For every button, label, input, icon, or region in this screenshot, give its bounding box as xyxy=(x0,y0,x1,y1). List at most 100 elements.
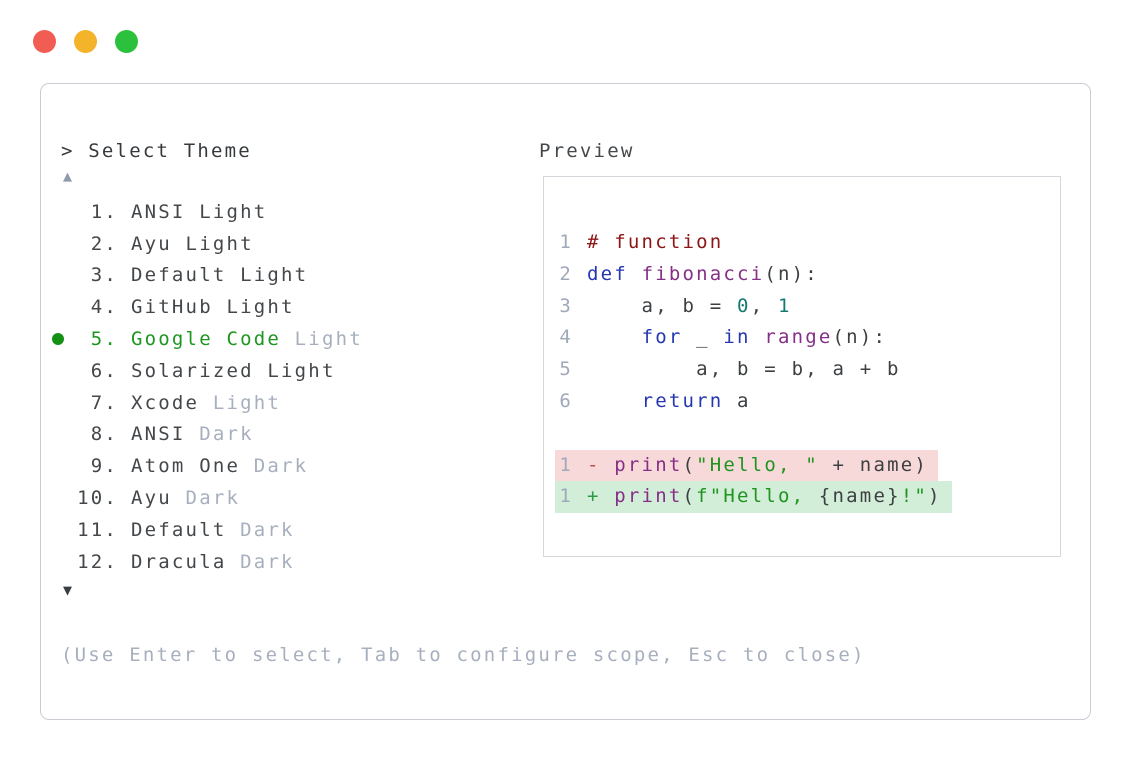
line-number: 5 xyxy=(559,358,573,381)
code-token: {name} xyxy=(818,485,901,508)
line-number: 1 xyxy=(559,485,573,508)
code-token: ) xyxy=(928,485,942,508)
prompt-label: > Select Theme xyxy=(61,140,252,162)
code-line: 3 a, b = 0, 1 xyxy=(559,291,1060,323)
theme-selector-dialog: > Select Theme ▲ 1. ANSI Light 2. Ayu Light… xyxy=(40,83,1091,720)
theme-item-number: 6. xyxy=(90,359,118,382)
code-token: + xyxy=(587,485,615,508)
code-token: + name) xyxy=(818,453,929,476)
code-token: , xyxy=(750,294,778,317)
code-line: 1 # function xyxy=(559,227,1060,259)
code-sample: 1 # function 2 def fibonacci (n): 3 a, b = 0,… xyxy=(555,227,1060,514)
theme-item-name: ANSI xyxy=(131,423,186,446)
theme-item-10[interactable]: 10. Ayu Dark xyxy=(41,482,1088,514)
footer-hint: (Use Enter to select, Tab to configure s… xyxy=(61,644,866,666)
theme-item-name: Ayu Light xyxy=(131,232,254,255)
theme-item-name: Default xyxy=(131,518,227,541)
close-button[interactable] xyxy=(33,30,56,53)
theme-item-number: 9. xyxy=(90,455,118,478)
theme-item-number: 1. xyxy=(90,200,118,223)
code-token: fibonacci xyxy=(641,262,765,285)
line-number: 2 xyxy=(559,262,573,285)
theme-item-number: 3. xyxy=(90,264,118,287)
theme-item-5[interactable]: 5. Google Code Light xyxy=(41,323,1088,355)
code-line: 5 a, b = b, a + b xyxy=(559,354,1060,386)
theme-item-9[interactable]: 9.Atom One Dark xyxy=(41,450,1088,482)
diff-line-added: 1+ print(f"Hello, {name}!") xyxy=(555,481,1060,514)
code-token: ( xyxy=(682,453,697,476)
theme-item-name: ANSI Light xyxy=(131,200,268,223)
line-number: 1 xyxy=(559,231,573,253)
theme-item-8[interactable]: 8.ANSI Dark xyxy=(41,419,1088,451)
line-number: 6 xyxy=(559,389,573,412)
line-number: 1 xyxy=(559,453,573,476)
code-token: (n): xyxy=(832,326,888,349)
theme-item-number: 12. xyxy=(77,550,118,573)
code-token xyxy=(587,326,642,348)
maximize-button[interactable] xyxy=(115,30,138,53)
code-token: for xyxy=(641,326,683,349)
scroll-up-icon[interactable]: ▲ xyxy=(63,167,73,185)
theme-item-3[interactable]: 3. Default Light xyxy=(41,260,1088,292)
code-token: return xyxy=(641,389,724,412)
code-line: 4 for _ in range(n): xyxy=(559,322,1060,354)
theme-item-7[interactable]: 7.Xcode Light xyxy=(41,387,1088,419)
selected-bullet-icon xyxy=(52,333,64,346)
theme-item-6[interactable]: 6.Solarized Light xyxy=(41,355,1088,387)
diff-highlight-added: 1+ print(f"Hello, {name}!") xyxy=(555,481,952,514)
theme-list: 1. ANSI Light 2. Ayu Light 3. Default Light 4.… xyxy=(41,196,1088,578)
theme-item-name: Ayu xyxy=(131,487,172,510)
theme-item-4[interactable]: 4. GitHub Light xyxy=(41,291,1088,323)
code-token: 1 xyxy=(777,294,792,317)
code-line: 6 return a xyxy=(559,386,1060,418)
theme-item-number: 4. xyxy=(90,296,118,319)
theme-item-name: Dracula xyxy=(131,550,227,573)
theme-item-variant: Light xyxy=(199,391,282,414)
theme-item-number: 2. xyxy=(90,232,118,255)
theme-item-variant: Light xyxy=(281,328,363,351)
line-number: 4 xyxy=(559,326,573,349)
selection-marker xyxy=(52,333,76,346)
code-token: a xyxy=(723,389,751,412)
code-token: range xyxy=(764,326,833,349)
theme-item-11[interactable]: 11.Default Dark xyxy=(41,514,1088,546)
code-token: # function xyxy=(587,231,724,253)
theme-item-variant: Dark xyxy=(240,455,309,478)
diff-highlight-removed: 1- print("Hello, " + name) xyxy=(555,449,939,482)
theme-item-name: Google Code xyxy=(131,328,282,351)
minimize-button[interactable] xyxy=(74,30,97,53)
preview-pane: 1 # function 2 def fibonacci (n): 3 a, b = 0,… xyxy=(543,176,1061,557)
code-token: f"Hello, xyxy=(696,485,819,508)
theme-item-1[interactable]: 1. ANSI Light xyxy=(41,196,1088,228)
code-token xyxy=(587,390,642,412)
code-token: def xyxy=(587,262,628,285)
code-token: 0 xyxy=(737,294,751,317)
theme-item-number: 10. xyxy=(77,487,118,510)
scroll-down-icon[interactable]: ▼ xyxy=(63,581,73,599)
line-number: 3 xyxy=(559,294,573,317)
theme-item-number: 5. xyxy=(90,328,118,351)
code-token: "Hello, " xyxy=(696,453,819,476)
code-token: a, b = b, a + b xyxy=(587,358,901,381)
theme-item-2[interactable]: 2. Ayu Light xyxy=(41,228,1088,260)
theme-item-variant: Dark xyxy=(226,550,295,573)
theme-item-variant: Dark xyxy=(226,518,295,541)
theme-item-name: Default Light xyxy=(131,264,309,287)
theme-item-name: GitHub Light xyxy=(131,296,295,319)
code-token xyxy=(628,263,642,285)
window-controls xyxy=(33,30,138,53)
theme-item-variant: Dark xyxy=(171,487,241,510)
code-token: - xyxy=(587,453,615,476)
theme-item-12[interactable]: 12. Dracula Dark xyxy=(41,546,1088,578)
diff-line-removed: 1- print("Hello, " + name) xyxy=(555,449,1060,482)
code-token: print xyxy=(614,485,683,508)
code-token: _ xyxy=(682,326,724,349)
code-token: !" xyxy=(900,485,929,508)
preview-label: Preview xyxy=(539,140,635,162)
code-token xyxy=(751,326,765,348)
theme-item-variant: Dark xyxy=(185,423,254,446)
code-token: a, b = xyxy=(587,294,738,317)
code-blank-line xyxy=(559,418,1060,450)
